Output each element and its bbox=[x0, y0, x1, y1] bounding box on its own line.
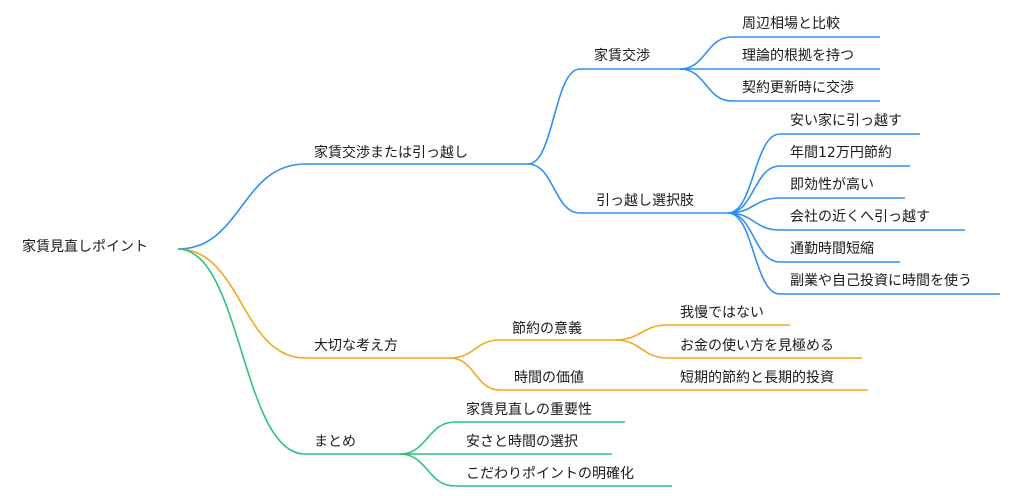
leaf-short-vs-long-term: 短期的節約と長期的投資 bbox=[680, 370, 834, 386]
edge-branch2-to-time bbox=[449, 357, 501, 391]
node-moving-options: 引っ越し選択肢 bbox=[596, 193, 694, 209]
node-value-of-time: 時間の価値 bbox=[514, 370, 584, 386]
root-node-label: 家賃見直しポイント bbox=[22, 239, 148, 255]
edge-negotiation-leaf bbox=[679, 36, 733, 70]
edge-negotiation-leaf bbox=[679, 68, 733, 102]
leaf-save-per-year: 年間12万円節約 bbox=[790, 145, 892, 161]
leaf-compare-market: 周辺相場と比較 bbox=[742, 16, 840, 32]
node-rent-negotiation: 家賃交渉 bbox=[594, 48, 650, 64]
edge-summary-leaf bbox=[399, 421, 456, 455]
edge-root-to-branch2 bbox=[177, 248, 306, 359]
edge-moving-leaf bbox=[727, 133, 781, 214]
node-meaning-of-saving: 節約の意義 bbox=[512, 321, 582, 337]
leaf-immediate-effect: 即効性が高い bbox=[790, 177, 874, 193]
leaf-cheap-vs-time: 安さと時間の選択 bbox=[466, 434, 578, 450]
leaf-spend-wisely: お金の使い方を見極める bbox=[680, 338, 834, 354]
leaf-clarify-priorities: こだわりポイントの明確化 bbox=[466, 466, 634, 482]
edge-moving-leaf bbox=[727, 197, 781, 214]
leaf-logical-basis: 理論的根拠を持つ bbox=[742, 48, 854, 64]
edge-branch1-to-negotiation bbox=[527, 68, 581, 165]
leaf-negotiate-renewal: 契約更新時に交渉 bbox=[742, 80, 854, 96]
branch-important-mindset: 大切な考え方 bbox=[314, 338, 398, 354]
leaf-side-job-investment: 副業や自己投資に時間を使う bbox=[790, 273, 972, 289]
edge-meaning-leaf bbox=[614, 324, 669, 341]
leaf-shorter-commute: 通勤時間短縮 bbox=[790, 241, 874, 257]
branch-rent-negotiation-or-move: 家賃交渉または引っ越し bbox=[314, 145, 468, 161]
edge-meaning-leaf bbox=[614, 339, 669, 359]
leaf-move-cheaper: 安い家に引っ越す bbox=[790, 113, 902, 129]
branch-summary: まとめ bbox=[314, 434, 356, 450]
edge-branch1-to-moving bbox=[527, 163, 581, 214]
edge-moving-leaf bbox=[727, 165, 781, 214]
leaf-importance-of-review: 家賃見直しの重要性 bbox=[466, 402, 592, 418]
edge-summary-leaf bbox=[399, 453, 456, 487]
edge-root-to-branch1 bbox=[177, 163, 306, 250]
leaf-not-endurance: 我慢ではない bbox=[680, 305, 764, 321]
leaf-move-near-office: 会社の近くへ引っ越す bbox=[790, 209, 930, 225]
edge-branch2-to-meaning bbox=[449, 339, 501, 359]
edge-root-to-branch3 bbox=[177, 248, 306, 455]
edge-moving-leaf bbox=[727, 212, 781, 295]
